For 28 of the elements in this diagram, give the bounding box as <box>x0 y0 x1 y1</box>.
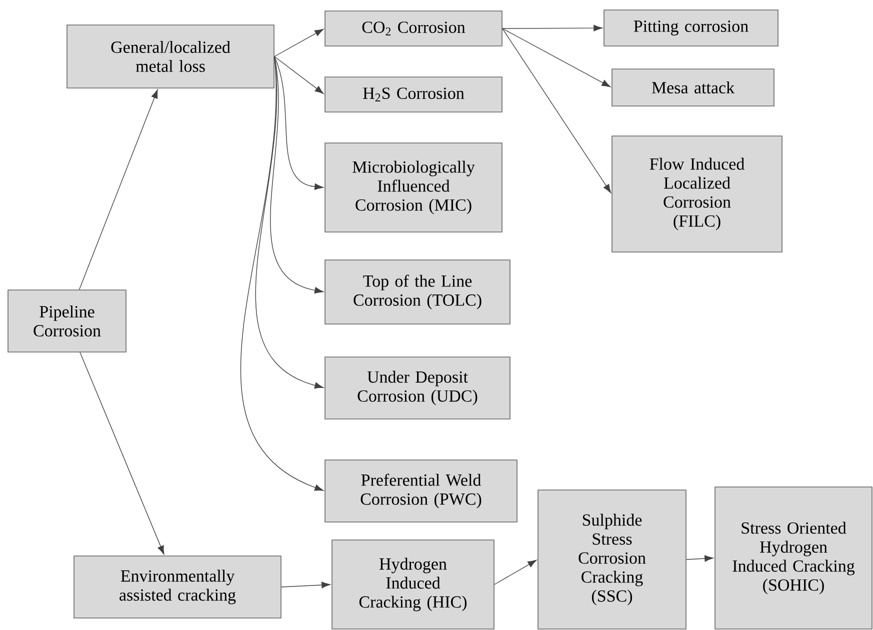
process-box: Under Deposit Corrosion (UDC) <box>324 356 510 420</box>
arrow <box>502 28 612 194</box>
arrow <box>240 56 324 491</box>
process-box: Sulphide Stress Corrosion Cracking (SSC) <box>538 490 686 630</box>
arrow <box>274 56 324 94</box>
arrow <box>494 560 537 585</box>
arrow <box>274 28 324 57</box>
arrow <box>274 56 324 190</box>
process-box: General/localized metal loss <box>66 24 274 88</box>
process-box: Pitting corrosion <box>604 10 778 46</box>
process-box: Preferential Weld Corrosion (PWC) <box>324 460 518 522</box>
arrow <box>78 89 158 290</box>
arrow <box>502 28 611 88</box>
process-box: H$_{2}$S Corrosion <box>324 76 502 112</box>
arrow <box>281 582 330 588</box>
process-box: CO$_{2}$ Corrosion <box>324 10 502 46</box>
process-box: Stress Oriented Hydrogen Induced Cracking (SOHIC) <box>714 486 872 630</box>
arrow <box>686 555 714 562</box>
arrow <box>80 352 164 555</box>
process-box: Top of the Line Corrosion (TOLC) <box>324 260 510 324</box>
process-box: Environmentally assisted cracking <box>74 556 282 618</box>
process-box: Mesa attack <box>612 68 774 106</box>
process-box: Microbiologically Influenced Corrosion (MIC) <box>324 142 502 232</box>
process-box: Hydrogen Induced Cracking (HIC) <box>332 540 494 630</box>
arrow <box>502 24 602 32</box>
process-box: Flow Induced Localized Corrosion (FILC) <box>612 136 782 252</box>
arrow <box>270 56 324 294</box>
process-box: Pipeline Corrosion <box>8 290 126 352</box>
